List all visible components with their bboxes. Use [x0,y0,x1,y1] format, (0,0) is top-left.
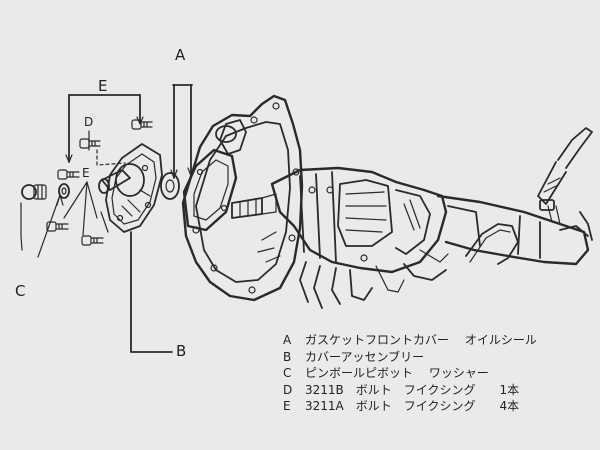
bolt-d [79,138,101,149]
legend-text: 3211B ボルト フイクシング 1本 [305,382,520,397]
callout-a: A [175,46,186,64]
bracket-e-top [65,94,144,163]
legend-text: ガスケットフロントカバー オイルシール [305,333,537,347]
legend-row-c: C ピンボールピボット ワッシャー [283,365,593,382]
callout-e-lower: E [82,166,90,180]
bell-housing [181,94,304,302]
leader-c [20,194,64,258]
transmission-case [270,166,449,309]
legend-text: カバーアッセンブリー [305,349,425,364]
legend-key: A [283,333,292,347]
legend-key: D [283,382,293,397]
legend-row-b: B カバーアッセンブリー [283,349,593,366]
legend-row-a: A ガスケットフロントカバー オイルシール [283,332,593,349]
legend-row-d: D 3211B ボルト フイクシング 1本 [283,382,593,399]
parts-legend: A ガスケットフロントカバー オイルシール B カバーアッセンブリー C ピンボ… [283,332,593,415]
legend-row-e: E 3211A ボルト フイクシング 4本 [283,398,593,415]
bolt-e-3 [46,221,69,232]
legend-text: 3211A ボルト フイクシング 4本 [305,399,520,413]
washer [58,183,70,199]
pivot-ball [21,184,47,200]
input-shaft [231,193,277,219]
callout-d: D [84,115,94,129]
extension-housing [436,194,593,266]
bracket-a [170,84,195,179]
bolt-e-2 [57,169,80,180]
bolt-e-4 [81,235,104,246]
legend-key: E [283,399,291,413]
callout-c: C [15,282,26,300]
bracket-b [130,231,173,353]
legend-text: ピンボールピボット ワッシャー [305,366,489,380]
shift-lever [537,127,593,205]
cover-assembly [98,143,163,233]
legend-key: C [283,366,292,380]
legend-key: B [283,349,292,364]
callout-b: B [176,342,187,360]
callout-e-top: E [98,77,108,95]
bolt-e-1 [131,119,153,130]
oil-seal [160,172,180,200]
speedometer-cable [465,223,519,265]
